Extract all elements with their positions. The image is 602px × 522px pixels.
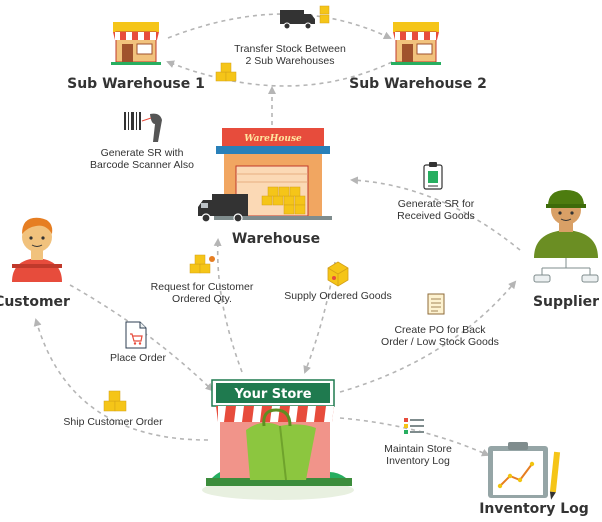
label-generate-sr-received-line2: Received Goods xyxy=(397,210,475,222)
label-request-qty-line2: Ordered Qty. xyxy=(172,293,232,305)
arrow-supplier-to-warehouse xyxy=(350,176,521,251)
warehouse-title: Warehouse xyxy=(232,231,320,247)
arrow-sub2-to-sub1-bottom xyxy=(166,60,393,87)
label-request-qty-line1: Request for Customer xyxy=(151,281,254,293)
label-generate-sr-barcode-line1: Generate SR with xyxy=(101,147,184,159)
label-supply-ordered-goods: Supply Ordered Goods xyxy=(284,290,391,302)
label-generate-sr-received-line1: Generate SR for xyxy=(398,198,475,210)
inventory-log-title: Inventory Log xyxy=(479,501,589,517)
label-create-po-line2: Order / Low Stock Goods xyxy=(381,336,499,348)
arrow-warehouse-to-store-supply xyxy=(303,261,336,374)
label-generate-sr-barcode-line2: Barcode Scanner Also xyxy=(90,159,194,171)
sub-warehouse-2-title: Sub Warehouse 2 xyxy=(349,76,487,92)
stock-boxes-icon xyxy=(215,62,237,82)
warehouse-truck-icon xyxy=(198,194,248,223)
label-transfer-stock-line2: 2 Sub Warehouses xyxy=(246,55,335,67)
your-store-icon: Your Store xyxy=(202,379,354,500)
delivery-truck-icon xyxy=(280,5,330,30)
label-maintain-log-line2: Inventory Log xyxy=(386,455,450,467)
warehouse-sign-text: WareHouse xyxy=(244,134,302,144)
boxes-icon-ship xyxy=(103,390,127,412)
supplier-network-icon xyxy=(533,258,599,283)
purchase-order-document-icon xyxy=(427,293,445,315)
order-document-icon xyxy=(125,321,147,349)
arrow-store-to-customer xyxy=(33,318,209,441)
sub-warehouse-1-icon xyxy=(111,22,161,65)
inventory-log-clipboard-icon xyxy=(488,442,561,500)
label-place-order: Place Order xyxy=(110,352,167,364)
your-store-title: Your Store xyxy=(233,387,311,402)
box-icon-supply xyxy=(327,261,349,287)
arrow-store-to-supplier-po xyxy=(339,280,517,393)
supplier-title: Supplier xyxy=(533,294,599,310)
label-create-po-line1: Create PO for Back xyxy=(394,324,486,336)
arrow-store-to-inventory-log xyxy=(339,417,490,457)
barcode-scanner-icon xyxy=(124,112,162,142)
arrow-store-to-warehouse-request xyxy=(213,238,243,373)
supplier-avatar-icon xyxy=(534,190,598,258)
label-transfer-stock-line1: Transfer Stock Between xyxy=(234,43,346,55)
list-icon-maintain-log xyxy=(404,418,424,434)
customer-title: Customer xyxy=(0,294,70,310)
boxes-icon-request xyxy=(189,254,215,274)
arrow-sub1-to-sub2-top xyxy=(167,13,392,40)
document-icon-received-goods xyxy=(423,162,443,190)
label-ship-customer-order: Ship Customer Order xyxy=(63,416,163,428)
sub-warehouse-2-icon xyxy=(391,22,441,65)
label-maintain-log-line1: Maintain Store xyxy=(384,443,452,455)
sub-warehouse-1-title: Sub Warehouse 1 xyxy=(67,76,205,92)
customer-avatar-icon xyxy=(12,217,62,282)
